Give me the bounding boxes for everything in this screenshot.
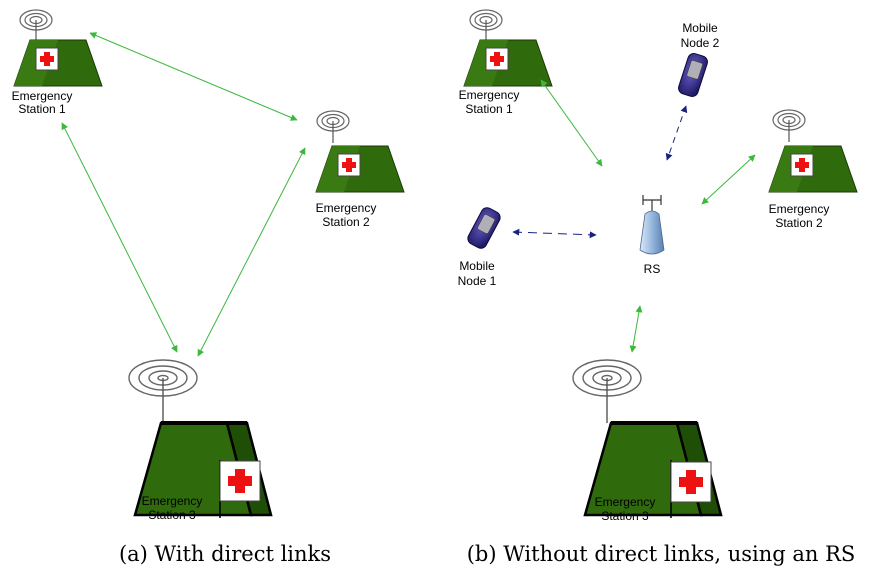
- tent-icon: [315, 145, 405, 193]
- tent-icon: [768, 145, 858, 193]
- station-1-label-line1: Emergency: [12, 89, 73, 103]
- link-mobile1-rs: [512, 228, 597, 239]
- emergency-station-1-a: Emergency Station 1: [12, 9, 103, 116]
- mobile-phone-icon: [678, 52, 708, 98]
- emergency-station-3-b: Emergency Station 3: [572, 359, 723, 523]
- emergency-station-2-a: Emergency Station 2: [315, 110, 405, 229]
- mobile-node-2-label-line1: Mobile: [682, 21, 718, 35]
- antenna-icon: [469, 9, 503, 43]
- mobile-node-2-label-line2: Node 2: [681, 36, 720, 50]
- station-3-label-line1: Emergency: [595, 495, 656, 509]
- caption-a: (a) With direct links: [119, 542, 331, 566]
- mobile-node-1-label-line1: Mobile: [459, 259, 495, 273]
- station-3-label-line1: Emergency: [142, 494, 203, 508]
- mobile-phone-icon: [467, 207, 501, 249]
- red-cross-icon: [219, 460, 261, 518]
- emergency-station-1-b: Emergency Station 1: [459, 9, 553, 116]
- station-3-label-line2: Station 3: [601, 509, 649, 523]
- link-station1-station2: [89, 32, 298, 121]
- tent-icon: [13, 39, 103, 87]
- link-station1-rs: [540, 79, 603, 167]
- emergency-station-3-a: Emergency Station 3: [128, 359, 273, 522]
- antenna-icon: [572, 359, 642, 424]
- station-2-label-line1: Emergency: [769, 202, 830, 216]
- antenna-icon: [128, 359, 198, 424]
- relay-station-label: RS: [644, 262, 661, 276]
- link-station3-rs: [629, 305, 643, 353]
- mobile-node-1-label-line2: Node 1: [458, 274, 497, 288]
- station-2-label-line1: Emergency: [316, 201, 377, 215]
- mobile-node-1: Mobile Node 1: [458, 207, 501, 288]
- relay-station-icon: [639, 195, 665, 255]
- station-3-label-line2: Station 3: [148, 508, 196, 522]
- link-mobile2-rs: [665, 105, 688, 161]
- station-1-label-line1: Emergency: [459, 88, 520, 102]
- mobile-node-2: Mobile Node 2: [678, 21, 720, 98]
- antenna-icon: [772, 109, 806, 143]
- station-1-label-line2: Station 1: [18, 102, 66, 116]
- panel-b: Emergency Station 1 Emergency Station 2 …: [458, 9, 858, 566]
- emergency-station-2-b: Emergency Station 2: [768, 109, 858, 230]
- antenna-icon: [316, 110, 350, 144]
- antenna-icon: [19, 9, 53, 43]
- panel-a: Emergency Station 1 Emergency Station 2 …: [12, 9, 405, 566]
- link-station2-rs: [701, 154, 756, 205]
- station-2-label-line2: Station 2: [322, 215, 370, 229]
- link-station2-station3: [197, 147, 306, 357]
- tent-icon: [463, 39, 553, 87]
- relay-station: RS: [639, 195, 665, 276]
- red-cross-icon: [670, 460, 712, 518]
- link-station1-station3: [61, 122, 178, 353]
- caption-b: (b) Without direct links, using an RS: [467, 542, 856, 566]
- station-2-label-line2: Station 2: [775, 216, 823, 230]
- station-1-label-line2: Station 1: [465, 102, 513, 116]
